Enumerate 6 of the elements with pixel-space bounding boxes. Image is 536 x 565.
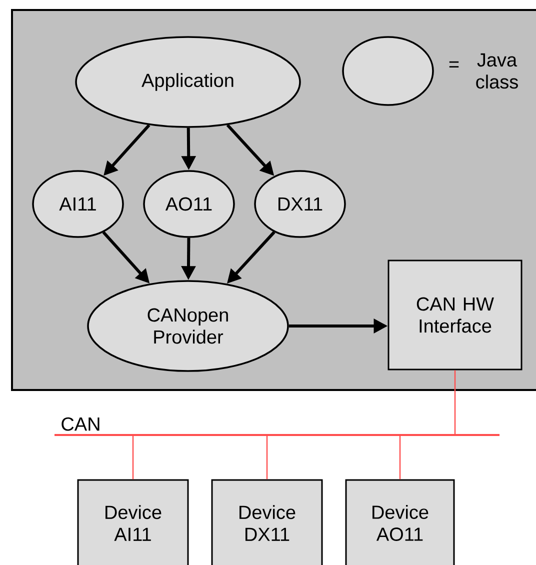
component-box: Device AO11 — [345, 479, 455, 565]
component-box: Device DX11 — [211, 479, 323, 565]
component-box: CAN HW Interface — [388, 260, 522, 370]
component-box: Device AI11 — [77, 479, 189, 565]
bus-line: CAN — [54, 417, 500, 436]
equals-sign: = — [449, 61, 459, 68]
